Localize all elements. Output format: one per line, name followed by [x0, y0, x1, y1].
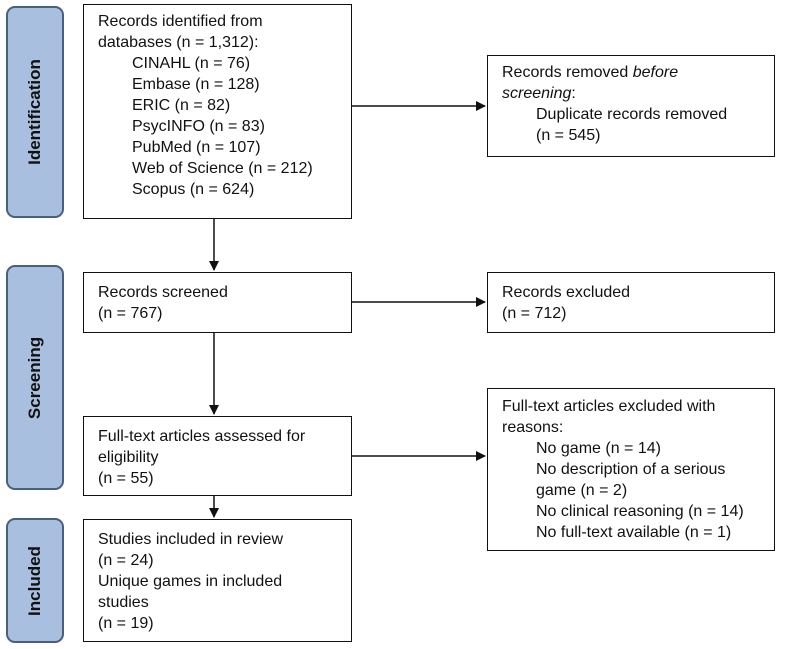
source-psycinfo: PsycINFO (n = 83) [132, 118, 265, 135]
screened-label: Records screened [98, 284, 228, 301]
fulltext-count: (n = 55) [98, 470, 154, 487]
source-cinahl: CINAHL (n = 76) [132, 55, 251, 72]
fulltext-excluded-line-1: Full-text articles excluded with [502, 398, 716, 415]
removed-line-1: Records removed before [502, 62, 766, 83]
removed-detail: Duplicate records removed [536, 106, 728, 123]
identified-heading-1: Records identified from [98, 13, 263, 30]
games-line-2: studies [98, 594, 149, 611]
fulltext-excluded-box: Full-text articles excluded with reasons… [487, 388, 775, 551]
fulltext-line-1: Full-text articles assessed for [98, 428, 306, 445]
games-count: (n = 19) [98, 615, 154, 632]
phase-screening: Screening [6, 265, 64, 490]
removed-colon: : [571, 85, 576, 102]
studies-count: (n = 24) [98, 552, 154, 569]
games-line-1: Unique games in included [98, 573, 283, 590]
removed-line-2: screening: [502, 83, 766, 104]
records-screened-box: Records screened (n = 767) [83, 272, 352, 333]
source-scopus: Scopus (n = 624) [132, 181, 255, 198]
source-web-of-science: Web of Science (n = 212) [132, 160, 313, 177]
reason-no-description: No description of a serious [536, 461, 726, 478]
phase-included: Included [6, 518, 64, 643]
phase-identification: Identification [6, 6, 64, 218]
identified-heading-2: databases (n = 1,312): [98, 34, 259, 51]
reason-no-clinical-reasoning: No clinical reasoning (n = 14) [536, 503, 744, 520]
source-embase: Embase (n = 128) [132, 76, 260, 93]
fulltext-assessed-box: Full-text articles assessed for eligibil… [83, 416, 352, 496]
source-pubmed: PubMed (n = 107) [132, 139, 261, 156]
fulltext-excluded-line-2: reasons: [502, 419, 564, 436]
records-removed-box: Records removed before screening: Duplic… [487, 55, 775, 157]
reason-no-game: No game (n = 14) [536, 440, 661, 457]
removed-prefix: Records removed [502, 64, 633, 81]
excluded-label: Records excluded [502, 284, 631, 301]
studies-label: Studies included in review [98, 531, 283, 548]
fulltext-line-2: eligibility [98, 449, 159, 466]
removed-emphasis: before [632, 64, 679, 81]
screened-count: (n = 767) [98, 305, 163, 322]
studies-included-box: Studies included in review (n = 24) Uniq… [83, 519, 352, 642]
source-eric: ERIC (n = 82) [132, 97, 231, 114]
records-identified-box: Records identified from databases (n = 1… [83, 4, 352, 219]
records-excluded-box: Records excluded (n = 712) [487, 272, 775, 333]
removed-count: (n = 545) [536, 127, 601, 144]
reason-no-description-cont: game (n = 2) [536, 482, 628, 499]
excluded-count: (n = 712) [502, 305, 567, 322]
reason-no-fulltext: No full-text available (n = 1) [536, 524, 732, 541]
removed-screening: screening [502, 85, 572, 102]
